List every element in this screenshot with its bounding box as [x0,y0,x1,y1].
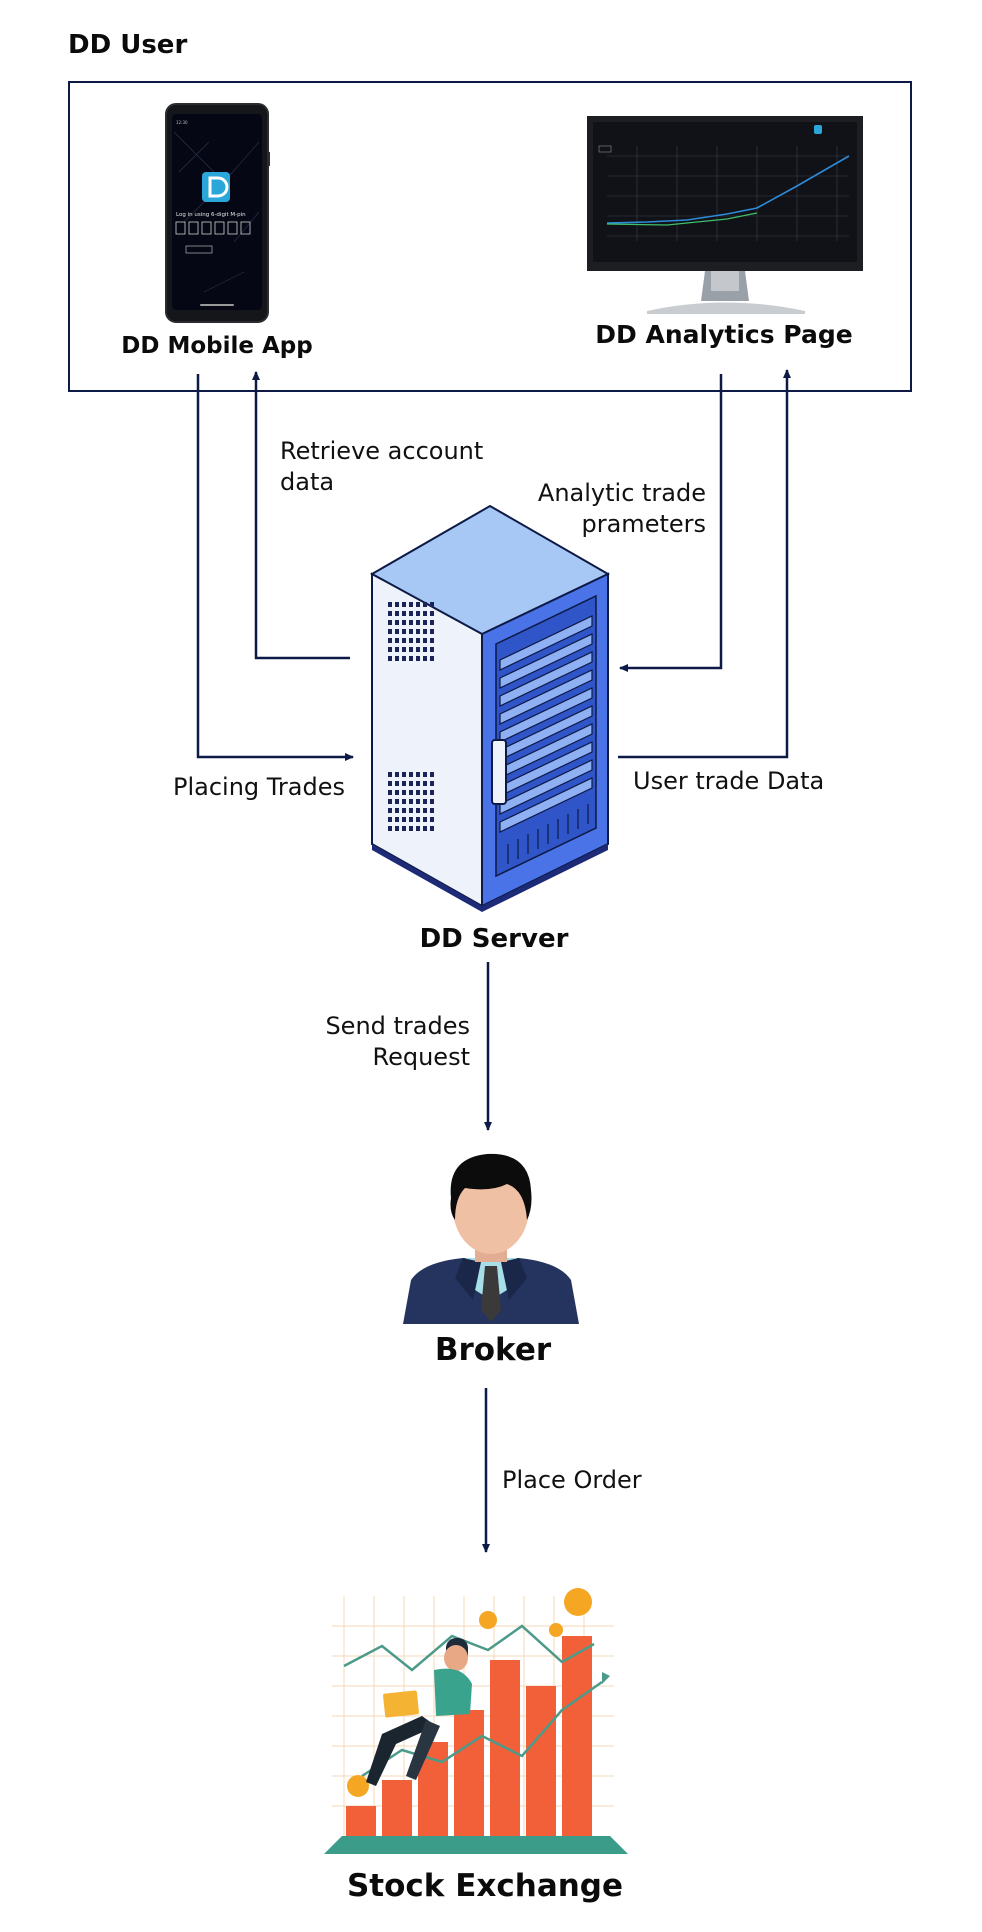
dd-user-group-box [68,81,912,392]
retrieve-account-line-2: data [280,468,335,496]
analytics-page-label: DD Analytics Page [595,320,853,349]
placing-trades-label: Placing Trades [173,773,345,801]
group-title: DD User [68,30,188,60]
send-trades-line-1: Send trades [325,1012,470,1040]
retrieve-account-line-1: Retrieve account [280,437,484,465]
analytic-params-label: Analytic trade prameters [520,478,706,540]
phone-login-text: Log in using 6-digit M-pin [176,212,246,218]
send-trades-line-2: Request [372,1043,471,1071]
phone-icon: Log in using 6-digit M-pin 12:30 [165,103,270,323]
place-order-label: Place Order [502,1466,642,1494]
stock-exchange-icon [324,1588,628,1854]
arrow-placing-trades [196,374,354,761]
broker-icon [403,1153,579,1324]
analytic-params-line-1: Analytic trade [537,479,706,507]
send-trades-label: Send trades Request [290,1011,470,1073]
server-label: DD Server [419,924,569,954]
server-icon [369,504,611,912]
retrieve-account-label: Retrieve account data [280,436,483,498]
user-trade-data-label: User trade Data [633,767,825,795]
arrow-user-trade-data [618,369,791,759]
monitor-icon [587,116,863,314]
stock-exchange-label: Stock Exchange [346,1868,624,1904]
arrow-retrieve-account [252,371,350,660]
broker-label: Broker [434,1332,552,1368]
arrow-analytic-params [619,374,723,672]
phone-status-time: 12:30 [176,120,188,125]
analytic-params-line-2: prameters [581,510,707,538]
mobile-app-label: DD Mobile App [121,333,313,359]
